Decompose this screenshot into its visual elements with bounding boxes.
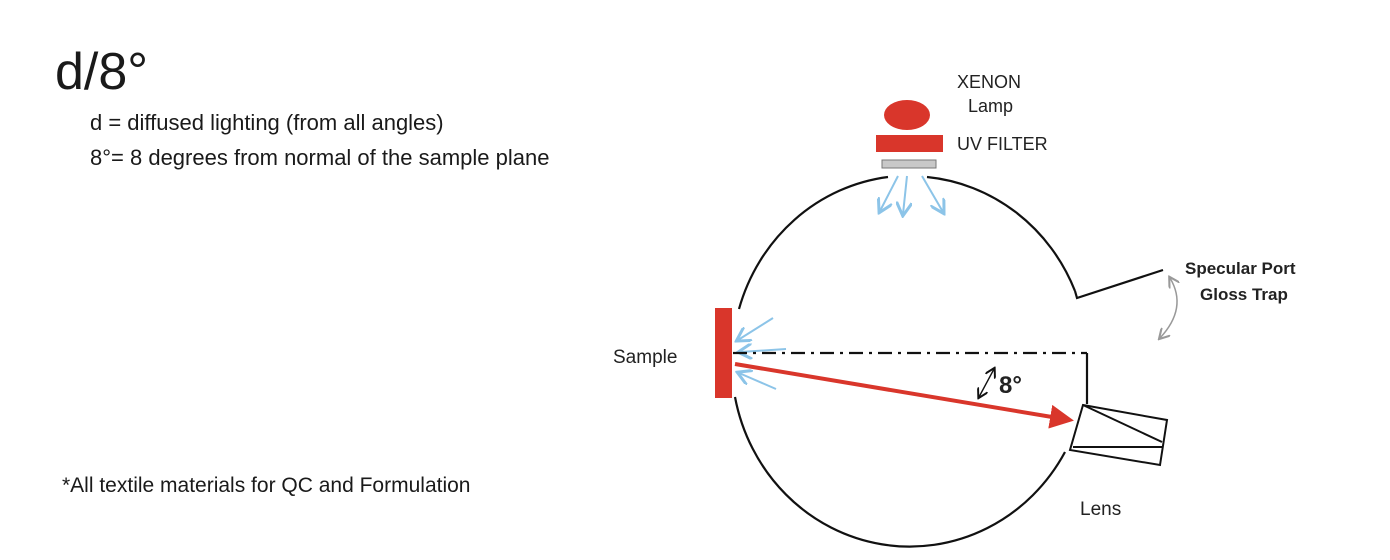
- xenon-lamp-icon: [884, 100, 930, 130]
- xenon-label: XENON: [957, 72, 1021, 92]
- incident-light-arrows: [880, 175, 943, 214]
- definition-d: d = diffused lighting (from all angles): [90, 110, 444, 135]
- specular-port-label: Specular Port: [1185, 259, 1296, 278]
- sphere-outline: [733, 175, 1089, 548]
- gloss-trap-label: Gloss Trap: [1200, 285, 1288, 304]
- measurement-beam-arrow: [734, 362, 1074, 429]
- lens-icon: [1068, 403, 1169, 467]
- definition-8-degrees: 8°= 8 degrees from normal of the sample …: [90, 145, 550, 170]
- footnote: *All textile materials for QC and Formul…: [62, 474, 471, 497]
- diffuser-plate: [881, 159, 937, 169]
- gloss-trap-toggle-arrow: [1160, 278, 1177, 338]
- sample-label: Sample: [613, 347, 677, 368]
- angle-indicator-arrow: [979, 369, 994, 397]
- uv-filter: [876, 135, 943, 152]
- page-title: d/8°: [55, 43, 149, 101]
- angle-label: 8°: [999, 372, 1022, 399]
- lens-label: Lens: [1080, 499, 1121, 520]
- uv-filter-label: UV FILTER: [957, 134, 1048, 154]
- sample-illumination-arrows: [738, 317, 787, 390]
- gloss-trap-port: [1073, 268, 1164, 300]
- lamp-label: Lamp: [968, 96, 1013, 116]
- sample-plate: [715, 308, 732, 398]
